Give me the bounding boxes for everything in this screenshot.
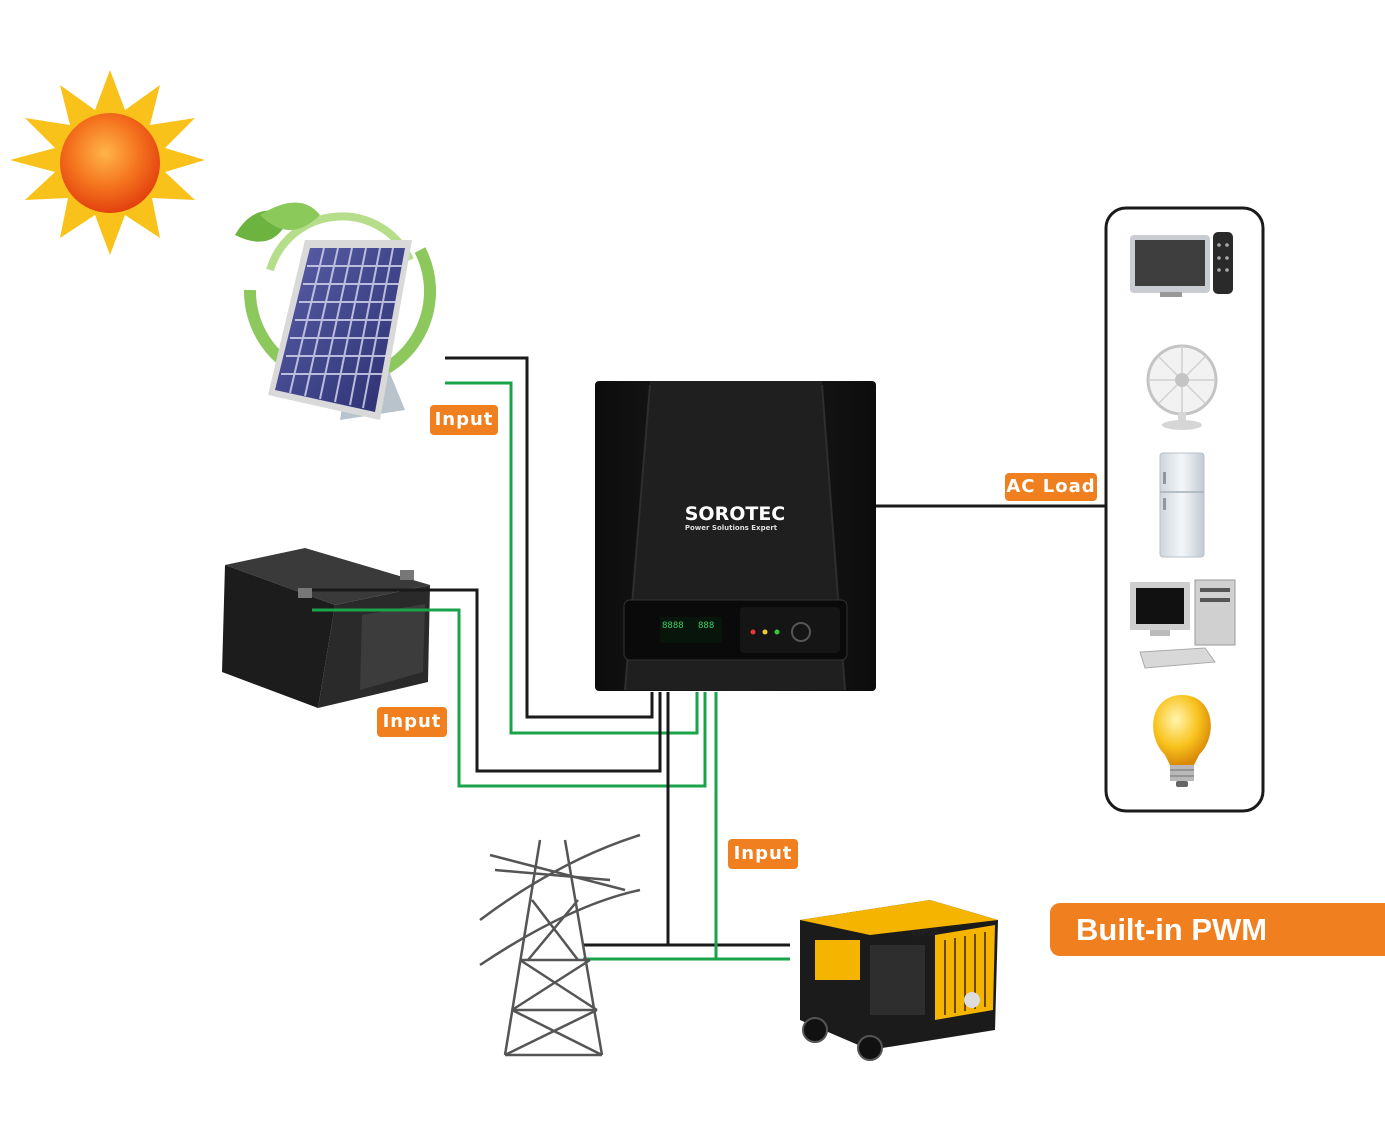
light-bulb-icon [1153,695,1211,787]
ac-load-label: AC Load [1005,473,1097,501]
generator-input-label: Input [728,839,798,869]
wiring [312,356,1106,961]
solar-panel-icon [235,202,436,420]
fan-icon [1146,344,1218,430]
battery-input-label: Input [377,707,447,737]
computer-icon [1130,579,1236,669]
battery-icon [222,548,430,708]
power-tower-icon [479,833,641,1057]
refrigerator-icon [1159,452,1205,558]
inverter-icon [595,381,876,691]
generator-brand: KIPOR [911,927,940,939]
solar-input-label: Input [430,405,498,435]
inverter-display-right: 888 [698,621,714,631]
generator-icon [800,900,998,1061]
inverter-brand: SOROTEC [685,503,786,525]
inverter-tagline: Power Solutions Expert [685,524,778,532]
built-in-pwm-banner: Built-in PWM [1050,903,1385,956]
tv-icon [1130,232,1233,297]
sun-icon [10,70,205,255]
inverter-display-left: 8888 [662,621,684,631]
